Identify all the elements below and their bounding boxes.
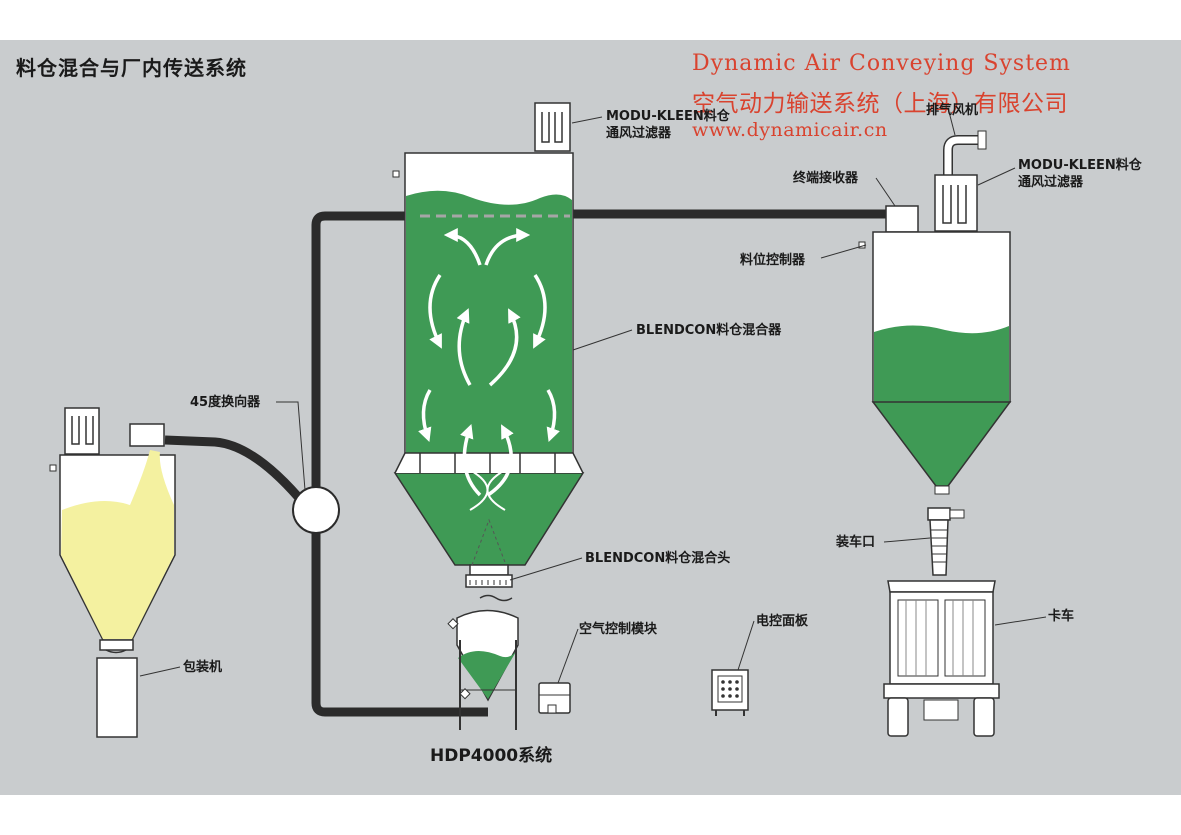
electrical-control-panel xyxy=(711,669,749,716)
label-packer: 包装机 xyxy=(183,660,223,675)
label-control-panel: 电控面板 xyxy=(756,614,809,629)
label-diverter: 45度换向器 xyxy=(190,395,261,410)
hdp4000-vessel xyxy=(447,594,519,730)
watermark-company-en: Dynamic Air Conveying System xyxy=(692,51,1071,76)
label-loading-spout: 装车口 xyxy=(836,535,876,550)
label-level-control: 料位控制器 xyxy=(740,253,806,268)
blendcon-bin xyxy=(392,102,585,588)
label-hdp4000: HDP4000系统 xyxy=(430,746,553,766)
conveying-pipes xyxy=(164,209,886,717)
leader-lines xyxy=(139,107,1047,684)
mixing-flow-arrows xyxy=(418,228,560,497)
label-terminal-receiver: 终端接收器 xyxy=(793,171,859,186)
label-truck: 卡车 xyxy=(1048,609,1075,624)
air-control-module xyxy=(538,682,571,714)
pipe-hdp-to-blender xyxy=(311,211,488,717)
label-modu-kleen-2: MODU-KLEEN料仓通风过滤器 xyxy=(1018,158,1142,190)
label-blendcon-head: BLENDCON料仓混合头 xyxy=(585,551,731,566)
diverter-valve xyxy=(292,486,340,534)
diagram-title: 料仓混合与厂内传送系统 xyxy=(16,56,247,80)
packer-machine xyxy=(96,657,138,738)
pipe-diverter-to-packer xyxy=(164,435,309,508)
receiving-bin-material xyxy=(874,325,1009,402)
label-blendcon-bin: BLENDCON料仓混合器 xyxy=(636,323,782,338)
blendcon-bin-material xyxy=(406,190,572,453)
packer-bin xyxy=(49,407,176,738)
watermark-company-cn: 空气动力输送系统（上海）有限公司 xyxy=(692,91,1068,117)
truck xyxy=(883,580,1000,737)
packer-bin-material xyxy=(61,450,174,639)
label-exhaust-fan: 排气风机 xyxy=(926,103,979,118)
receiving-bin xyxy=(858,130,1012,576)
watermark-website: www.dynamicair.cn xyxy=(692,119,888,141)
label-air-module: 空气控制模块 xyxy=(579,622,658,637)
label-modu-kleen-1: MODU-KLEEN料仓通风过滤器 xyxy=(606,109,730,141)
